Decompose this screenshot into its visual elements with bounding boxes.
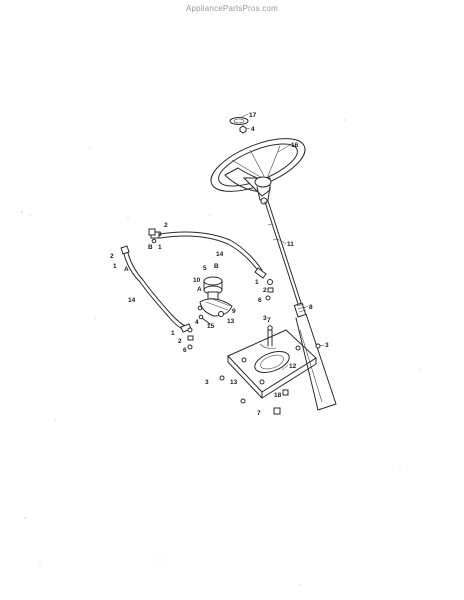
callout-17: 17 [249, 112, 257, 119]
callout-13-upper: 13 [227, 318, 235, 325]
callout-6-lower: 6 [183, 347, 187, 354]
callout-3-upper: 3 [158, 231, 162, 238]
callout-2-left: 2 [110, 253, 114, 260]
steering-wheel [210, 138, 306, 205]
callout-7-bottom: 7 [257, 410, 261, 417]
bottom-fasteners [219, 343, 321, 415]
callout-5: 5 [203, 265, 207, 272]
callout-1-lower: 1 [171, 330, 175, 337]
callout-14-lower: 14 [128, 297, 136, 304]
callout-1-left: 1 [113, 263, 117, 270]
callout-3-right: 3 [325, 342, 329, 349]
callout-18: 18 [274, 392, 282, 399]
leader-lines [239, 113, 325, 371]
callout-4: 4 [251, 126, 255, 133]
callout-12: 12 [289, 363, 297, 370]
callout-A-gear: A [197, 286, 202, 293]
mounting-plate [227, 325, 317, 399]
callout-11: 11 [287, 241, 294, 248]
callout-9: 9 [232, 308, 236, 315]
hardware-right-of-gear [265, 279, 274, 301]
watermark: AppliancePartsPros.com [186, 4, 278, 13]
callout-4-lower: 4 [195, 319, 199, 326]
callout-13-lower: 13 [230, 379, 238, 386]
drag-link-upper [150, 231, 267, 279]
support-bracket-right [295, 313, 337, 411]
nut-4-top [239, 125, 247, 134]
callout-7-plate: 7 [267, 317, 271, 324]
hardware-lower-left [187, 327, 194, 350]
tie-rod-lower [120, 245, 192, 333]
callout-1-upper: 1 [158, 244, 162, 251]
callout-10: 10 [193, 277, 201, 284]
callout-labels: 17 4 16 11 8 2 3 1 B 2 1 A 14 14 5 B 10 … [110, 112, 329, 417]
callout-14-upper: 14 [216, 251, 224, 258]
callout-15: 15 [207, 323, 215, 330]
bolt-15 [198, 314, 211, 325]
callout-16: 16 [291, 142, 299, 149]
scan-specks [21, 119, 421, 586]
callout-B-upper: B [148, 244, 153, 251]
callout-1-right: 1 [255, 279, 259, 286]
callout-6-right: 6 [258, 297, 262, 304]
callout-8: 8 [309, 304, 313, 311]
callout-3-left-bottom: 3 [205, 379, 209, 386]
callout-2-lower: 2 [178, 338, 182, 345]
steering-cap-17 [229, 117, 249, 125]
callout-2-upper: 2 [164, 222, 168, 229]
callout-2-right: 2 [263, 287, 267, 294]
callout-A-left: A [124, 266, 129, 273]
callout-B-gear: B [214, 263, 219, 270]
callout-3-plate: 3 [263, 315, 267, 322]
steering-gear [197, 276, 233, 317]
hardware-left-upper [148, 228, 157, 244]
steering-shaft [264, 200, 307, 318]
